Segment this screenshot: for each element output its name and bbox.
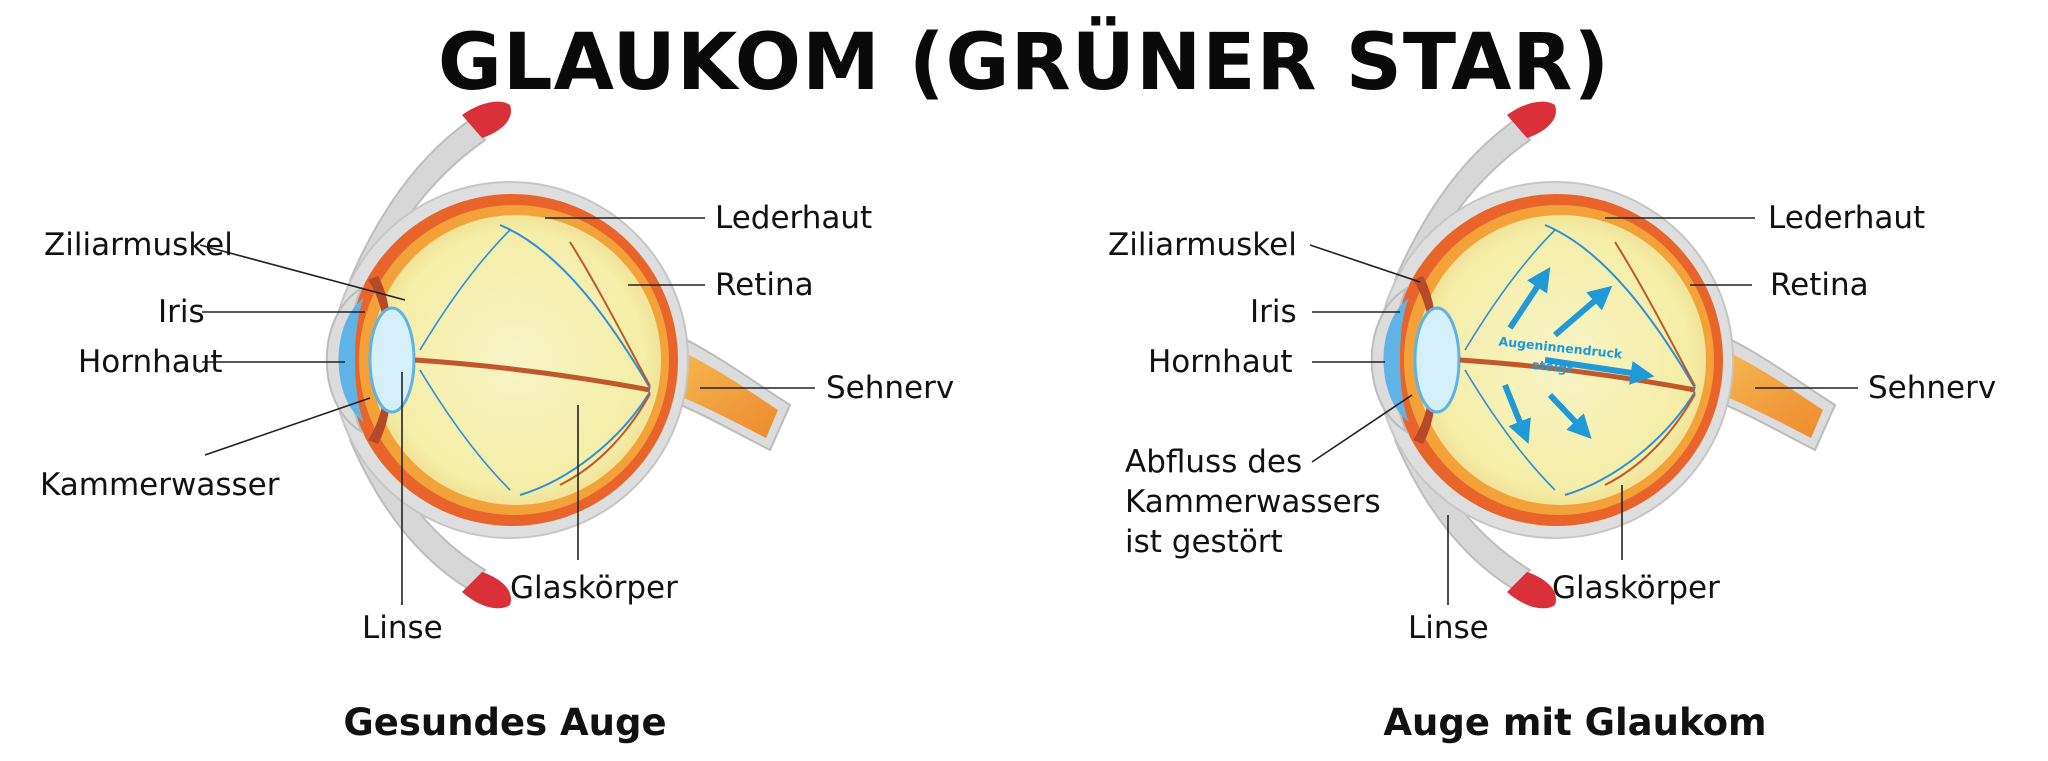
label-sehnerv-glaucoma: Sehnerv: [1868, 370, 1996, 406]
label-ziliarmuskel-glaucoma: Ziliarmuskel: [1108, 227, 1297, 263]
page-title: GLAUKOM (GRÜNER STAR): [437, 18, 1611, 108]
label-linse-glaucoma: Linse: [1408, 610, 1489, 646]
label-retina-glaucoma: Retina: [1770, 267, 1869, 303]
label-glaskoerper-glaucoma: Glaskörper: [1552, 570, 1720, 606]
label-linse: Linse: [362, 610, 443, 646]
label-glaskoerper: Glaskörper: [510, 570, 678, 606]
lead-kammerwasser: [204, 397, 371, 456]
label-ziliarmuskel: Ziliarmuskel: [44, 227, 233, 263]
glaucoma-eye: Augeninnendruck steigt Ziliarmuskel Iris…: [1108, 102, 1996, 744]
pressure-label-line2: steigt: [1531, 357, 1573, 376]
label-abfluss-line1: Abfluss des: [1125, 444, 1302, 480]
label-iris: Iris: [158, 294, 205, 330]
caption-healthy: Gesundes Auge: [343, 701, 666, 744]
label-sehnerv: Sehnerv: [826, 370, 954, 406]
label-abfluss-line2: Kammerwassers: [1125, 484, 1381, 520]
caption-glaucoma: Auge mit Glaukom: [1383, 701, 1766, 744]
lead-ziliarmuskel-glaucoma: [1309, 244, 1421, 283]
label-lederhaut-glaucoma: Lederhaut: [1768, 200, 1925, 236]
label-iris-glaucoma: Iris: [1250, 294, 1297, 330]
label-retina: Retina: [715, 267, 814, 303]
label-hornhaut: Hornhaut: [78, 344, 223, 380]
pressure-arrows: [1502, 266, 1655, 444]
label-abfluss-line3: ist gestört: [1125, 524, 1283, 560]
healthy-eye: Ziliarmuskel Iris Hornhaut Kammerwasser …: [40, 102, 954, 744]
label-kammerwasser: Kammerwasser: [40, 467, 280, 503]
lead-ziliarmuskel: [199, 244, 406, 301]
label-lederhaut: Lederhaut: [715, 200, 872, 236]
label-hornhaut-glaucoma: Hornhaut: [1148, 344, 1293, 380]
lead-abfluss: [1311, 394, 1413, 463]
